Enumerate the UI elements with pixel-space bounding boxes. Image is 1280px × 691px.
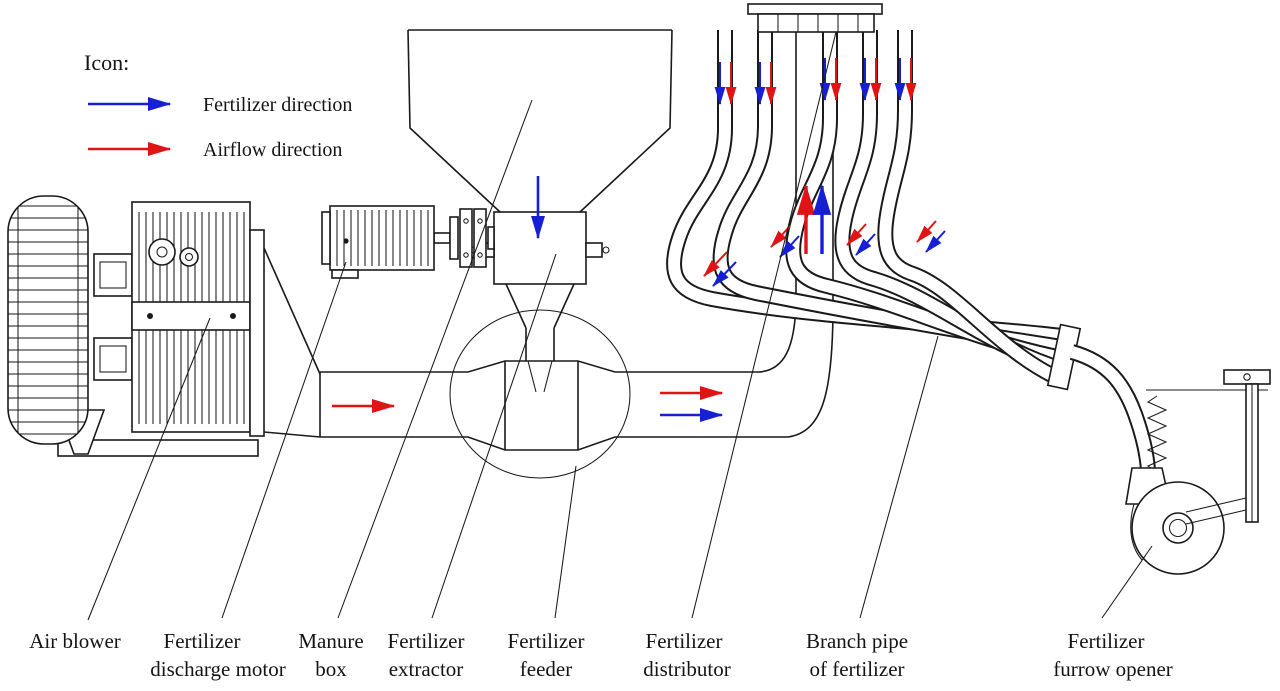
fertilizer-arrow	[855, 233, 876, 256]
fertilizer-arrow	[712, 261, 737, 287]
fertilizer-arrow	[779, 235, 800, 258]
label-discharge-motor-1: Fertilizer	[164, 629, 241, 653]
label-discharge-motor-2: discharge motor	[150, 657, 286, 681]
leader-branch-pipe	[859, 335, 939, 619]
label-furrow-opener-2: furrow opener	[1053, 657, 1173, 681]
label-air-blower: Air blower	[29, 629, 121, 653]
label-distributor-2: distributor	[643, 657, 731, 681]
label-manure-box-1: Manure	[298, 629, 363, 653]
label-feeder-1: Fertilizer	[508, 629, 585, 653]
feeder-funnel	[505, 283, 575, 329]
leader-discharge-motor	[221, 261, 347, 619]
legend-heading: Icon:	[84, 50, 129, 75]
part-labels: Air blower Fertilizer discharge motor Ma…	[29, 629, 1173, 681]
legend-fertilizer-label: Fertilizer direction	[203, 94, 352, 116]
leader-manure-box	[337, 99, 533, 619]
label-distributor-1: Fertilizer	[646, 629, 723, 653]
flow-arrows	[332, 58, 946, 423]
leader-distributor	[691, 31, 837, 619]
airflow-arrow	[703, 251, 728, 277]
blower-outlet-cone	[263, 247, 321, 438]
label-manure-box-2: box	[315, 657, 347, 681]
venturi-detail-circle	[449, 309, 631, 479]
label-extractor-2: extractor	[389, 657, 464, 681]
fertilizer-arrow	[925, 230, 946, 253]
fertilizer-discharge-motor	[321, 205, 435, 279]
venturi-nozzle	[527, 360, 553, 393]
opener-arm	[1185, 497, 1247, 525]
blower-housing	[7, 195, 89, 445]
label-extractor-1: Fertilizer	[388, 629, 465, 653]
leader-air-blower	[87, 317, 211, 621]
leader-feeder	[554, 465, 577, 619]
main-air-pipe	[319, 309, 788, 479]
label-furrow-opener-1: Fertilizer	[1068, 629, 1145, 653]
branch-pipes	[666, 30, 1156, 471]
label-branch-pipe-2: of fertilizer	[809, 657, 904, 681]
label-branch-pipe-1: Branch pipe	[806, 629, 908, 653]
fertilizer-extractor	[433, 208, 495, 268]
air-blower	[7, 195, 321, 457]
feeder-duct	[525, 328, 555, 361]
manure-box	[407, 29, 673, 213]
airflow-arrow	[846, 223, 867, 246]
label-feeder-2: feeder	[520, 657, 572, 681]
opener-spring	[1146, 395, 1168, 473]
legend: Icon: Fertilizer direction Airflow direc…	[84, 50, 352, 161]
fertilizer-furrow-opener	[1125, 369, 1271, 575]
leader-extractor	[431, 253, 557, 619]
fertilizer-feeder	[470, 211, 610, 361]
fertilizer-distributor	[747, 3, 883, 33]
leader-lines	[87, 31, 1153, 621]
legend-airflow-label: Airflow direction	[203, 139, 342, 161]
airflow-arrow	[916, 220, 937, 243]
airflow-arrow	[770, 225, 791, 248]
leader-furrow-opener	[1101, 545, 1153, 619]
